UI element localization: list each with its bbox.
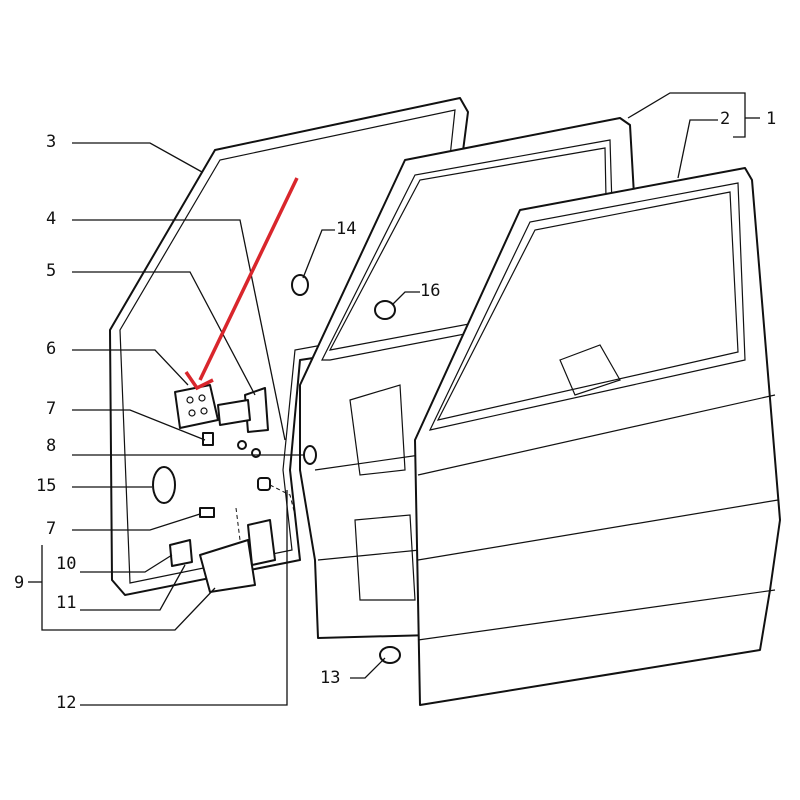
label-7-lower: 7 — [46, 519, 56, 539]
door-outer-panel-part-2 — [414, 167, 781, 706]
plug-part-15 — [152, 466, 176, 504]
label-12: 12 — [56, 693, 76, 713]
bolts-part-7-8 — [199, 432, 261, 518]
label-3: 3 — [46, 132, 56, 152]
label-13: 13 — [320, 668, 340, 688]
label-11: 11 — [56, 593, 76, 613]
hinge-plate-part-6 — [174, 384, 219, 429]
label-6: 6 — [46, 339, 56, 359]
label-2: 2 — [720, 109, 730, 129]
label-10: 10 — [56, 554, 76, 574]
lower-hinge-parts-10-11 — [169, 477, 296, 593]
label-9: 9 — [14, 573, 24, 593]
leader-lines — [28, 92, 760, 706]
label-14: 14 — [336, 219, 356, 239]
label-5: 5 — [46, 261, 56, 281]
label-4: 4 — [46, 209, 56, 229]
grommets-13-14-16 — [291, 274, 401, 664]
label-15: 15 — [36, 476, 56, 496]
label-8: 8 — [46, 436, 56, 456]
highlight-arrow — [184, 177, 299, 391]
label-16: 16 — [420, 281, 440, 301]
label-1: 1 — [766, 109, 776, 129]
label-7-upper: 7 — [46, 399, 56, 419]
hinge-upper-part-5 — [217, 387, 269, 433]
